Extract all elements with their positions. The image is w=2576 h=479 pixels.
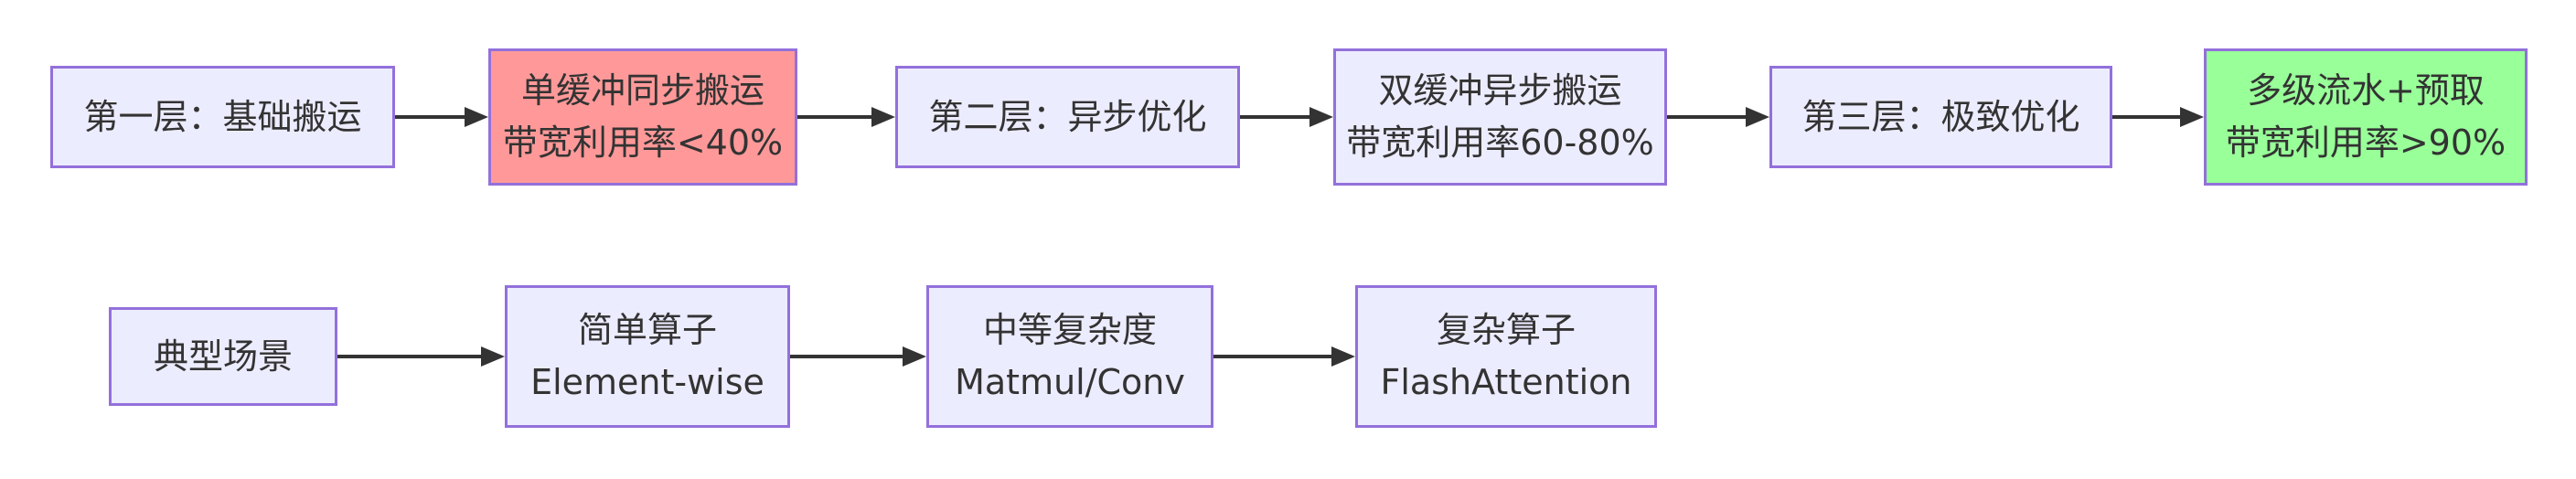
node-label: 单缓冲同步搬运	[520, 70, 764, 111]
node-label: 简单算子	[577, 310, 717, 350]
node-label: 复杂算子	[1436, 310, 1576, 350]
node-double-buffer-async: 双缓冲异步搬运 带宽利用率60-80%	[1333, 48, 1667, 186]
arrow-right-icon	[2112, 115, 2180, 119]
arrow-right-icon	[1240, 115, 1309, 119]
node-layer1-basic-transfer: 第一层：基础搬运	[50, 66, 395, 168]
node-sublabel: Matmul/Conv	[955, 362, 1185, 402]
node-medium-complexity-matmul-conv: 中等复杂度 Matmul/Conv	[926, 285, 1213, 428]
node-single-buffer-sync: 单缓冲同步搬运 带宽利用率<40%	[488, 48, 797, 186]
node-label: 中等复杂度	[982, 310, 1157, 350]
node-complex-operator-flashattention: 复杂算子 FlashAttention	[1355, 285, 1657, 428]
node-simple-operator-elementwise: 简单算子 Element-wise	[505, 285, 790, 428]
arrow-right-icon	[395, 115, 465, 119]
arrow-right-icon	[1213, 355, 1331, 358]
arrow-right-icon	[797, 115, 871, 119]
arrow-right-icon	[337, 355, 481, 358]
node-multistage-pipeline-prefetch: 多级流水+预取 带宽利用率>90%	[2204, 48, 2528, 186]
arrow-right-icon	[790, 355, 903, 358]
node-layer3-ultimate-optimization: 第三层：极致优化	[1769, 66, 2112, 168]
node-sublabel: 带宽利用率60-80%	[1346, 122, 1654, 163]
node-label: 第二层：异步优化	[928, 96, 1207, 137]
node-sublabel: Element-wise	[530, 362, 764, 402]
node-label: 双缓冲异步搬运	[1378, 70, 1622, 111]
arrow-right-icon	[1667, 115, 1746, 119]
node-typical-scenario: 典型场景	[109, 307, 337, 406]
node-label: 典型场景	[153, 335, 293, 377]
node-label: 第三层：极致优化	[1801, 96, 2080, 137]
node-sublabel: 带宽利用率>90%	[2225, 122, 2507, 163]
node-sublabel: FlashAttention	[1380, 362, 1632, 402]
node-sublabel: 带宽利用率<40%	[502, 122, 784, 163]
node-label: 多级流水+预取	[2247, 70, 2485, 111]
node-layer2-async-optimization: 第二层：异步优化	[895, 66, 1240, 168]
node-label: 第一层：基础搬运	[83, 96, 362, 137]
